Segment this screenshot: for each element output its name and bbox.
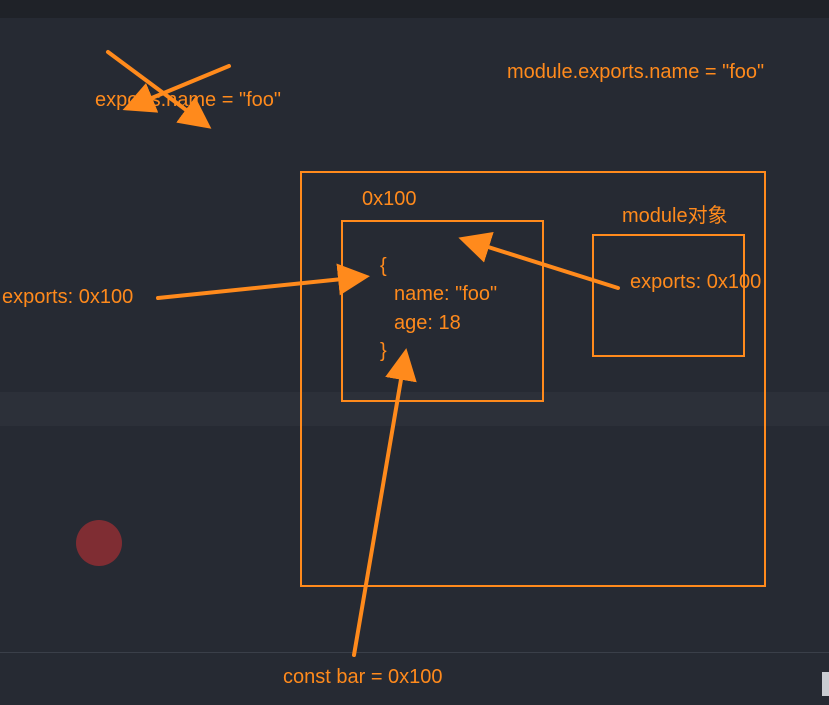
object-0x100-box	[341, 220, 544, 402]
object-close-brace: }	[380, 340, 387, 362]
object-address-label: 0x100	[362, 188, 417, 210]
module-object-box	[592, 234, 745, 357]
exports-to-object-arrow	[156, 263, 370, 300]
object-age-line: age: 18	[394, 312, 461, 334]
exports-variable-label: exports: 0x100	[2, 286, 134, 308]
pointer-cursor	[76, 520, 122, 566]
module-assignment-text: module.exports.name = "foo"	[507, 61, 765, 83]
cross-stroke-a	[106, 50, 212, 129]
object-name-line: name: "foo"	[394, 283, 498, 305]
object-open-brace: {	[380, 255, 387, 277]
top-strip	[0, 0, 829, 18]
module-exports-ref: exports: 0x100	[630, 271, 762, 293]
cross-stroke-b	[122, 64, 231, 113]
background-band	[0, 392, 829, 426]
module-exports-to-object-arrow	[458, 231, 620, 290]
bar-to-object-arrow	[352, 348, 417, 657]
scroll-marker[interactable]	[822, 672, 829, 696]
bottom-divider	[0, 652, 829, 653]
heap-memory-box	[300, 171, 766, 587]
module-object-title: module对象	[622, 205, 728, 227]
bar-variable-label: const bar = 0x100	[283, 666, 443, 688]
